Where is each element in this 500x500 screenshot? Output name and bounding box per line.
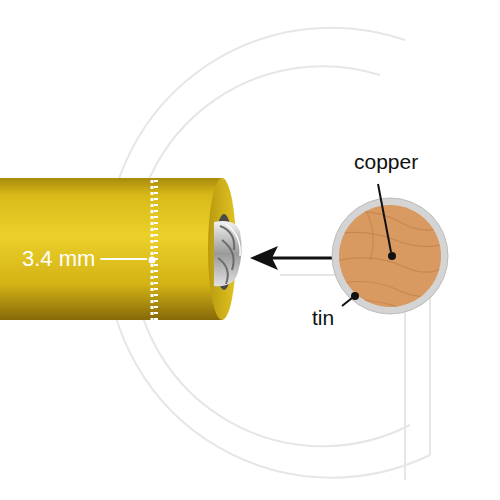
arrow-line xyxy=(272,257,334,260)
wire-strands xyxy=(214,221,242,286)
leader-dot xyxy=(149,257,156,264)
tin-layer xyxy=(332,198,448,314)
leader-line xyxy=(342,298,352,306)
cable-jacket xyxy=(0,178,223,320)
dimension-label: 3.4 mm xyxy=(22,247,95,271)
leader-dot xyxy=(388,252,396,260)
copper-core xyxy=(339,205,441,307)
part-label: copper xyxy=(354,150,418,173)
leader-dot xyxy=(351,292,359,300)
arrowhead xyxy=(250,246,278,270)
copper-texture xyxy=(330,200,450,313)
leader-line xyxy=(378,184,391,252)
leader-line xyxy=(100,258,147,260)
part-label: tin xyxy=(312,306,334,329)
